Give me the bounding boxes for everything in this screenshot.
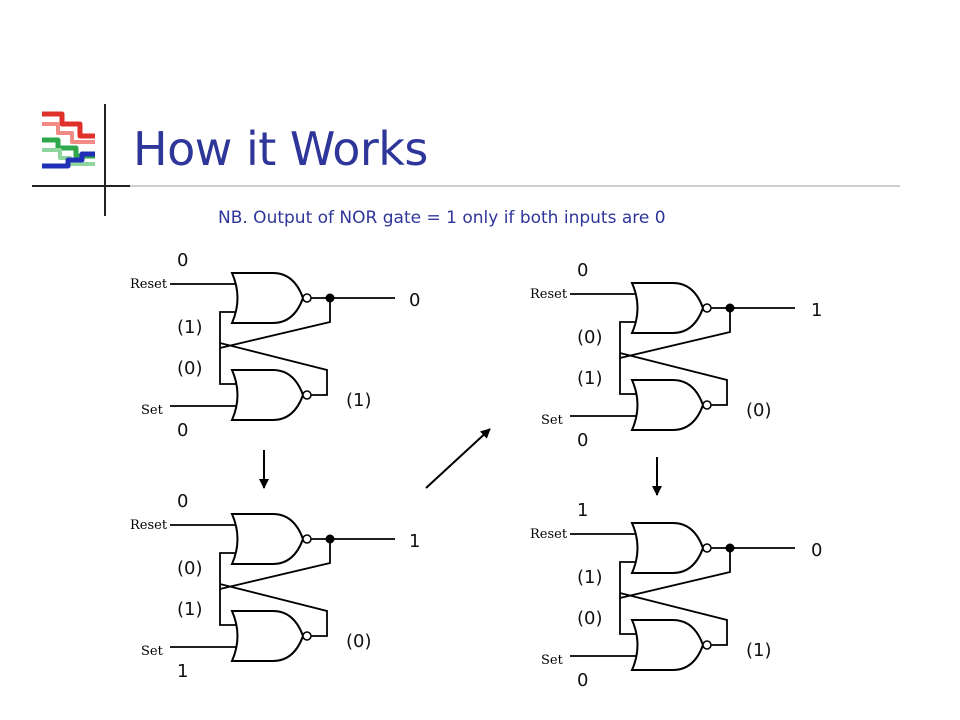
set-label: Set (141, 403, 164, 418)
latch-circuit-2: Reset Set 0 (0) (1) 1 1 (0) (130, 491, 420, 682)
set-label: Set (541, 653, 564, 668)
reset-value: 0 (177, 250, 188, 271)
nor-gate-bottom (630, 379, 705, 431)
latch-wiring (170, 524, 395, 648)
nor-gate-note: NB. Output of NOR gate = 1 only if both … (218, 208, 666, 228)
nor-gate-top (630, 522, 705, 574)
set-label: Set (141, 644, 164, 659)
bottom-gate-feedback-input-value: (0) (577, 608, 603, 629)
inverter-bubble-top (702, 303, 712, 313)
q-bar-output-value: (1) (346, 390, 372, 411)
reset-label: Reset (130, 277, 168, 292)
inverter-bubble-top (302, 534, 312, 544)
q-output-value: 0 (811, 540, 822, 561)
nor-gate-top (230, 272, 305, 324)
set-value: 1 (177, 661, 188, 682)
bottom-gate-feedback-input-value: (1) (577, 368, 603, 389)
reset-label: Reset (130, 518, 168, 533)
set-value: 0 (177, 420, 188, 441)
latch-circuit-3: Reset Set 0 (0) (1) 0 1 (0) (530, 260, 822, 451)
q-bar-output-value: (0) (746, 400, 772, 421)
bottom-gate-feedback-input-value: (1) (177, 599, 203, 620)
inverter-bubble-bottom (702, 640, 712, 650)
set-value: 0 (577, 670, 588, 691)
latch-circuit-4: Reset Set 1 (1) (0) 0 0 (1) (530, 500, 822, 691)
latch-wiring (570, 533, 795, 657)
inverter-bubble-bottom (702, 400, 712, 410)
latch-circuit-1: Reset Set 0 (1) (0) 0 0 (1) (130, 250, 420, 441)
q-output-value: 1 (409, 531, 420, 552)
reset-value: 0 (577, 260, 588, 281)
nor-gate-bottom (630, 619, 705, 671)
nor-gate-bottom (230, 369, 305, 421)
reset-value: 0 (177, 491, 188, 512)
inverter-bubble-top (702, 543, 712, 553)
diagonal-arrow (425, 428, 491, 489)
reset-label: Reset (530, 287, 568, 302)
latch-wiring (170, 283, 395, 407)
bottom-gate-feedback-input-value: (0) (177, 358, 203, 379)
set-value: 0 (577, 430, 588, 451)
q-bar-output-value: (0) (346, 631, 372, 652)
q-output-value: 1 (811, 300, 822, 321)
junction-dot (325, 534, 335, 544)
inverter-bubble-bottom (302, 390, 312, 400)
inverter-bubble-bottom (302, 631, 312, 641)
nor-gate-top (630, 282, 705, 334)
latch-wiring (570, 293, 795, 417)
reset-label: Reset (530, 527, 568, 542)
q-bar-output-value: (1) (746, 640, 772, 661)
top-gate-feedback-input-value: (1) (177, 317, 203, 338)
reset-value: 1 (577, 500, 588, 521)
junction-dot (325, 293, 335, 303)
junction-dot (725, 303, 735, 313)
top-gate-feedback-input-value: (1) (577, 567, 603, 588)
top-gate-feedback-input-value: (0) (577, 327, 603, 348)
nor-gate-top (230, 513, 305, 565)
junction-dot (725, 543, 735, 553)
logo-icon (42, 111, 95, 169)
q-output-value: 0 (409, 290, 420, 311)
slide-title: How it Works (133, 122, 428, 176)
inverter-bubble-top (302, 293, 312, 303)
top-gate-feedback-input-value: (0) (177, 558, 203, 579)
nor-gate-bottom (230, 610, 305, 662)
set-label: Set (541, 413, 564, 428)
